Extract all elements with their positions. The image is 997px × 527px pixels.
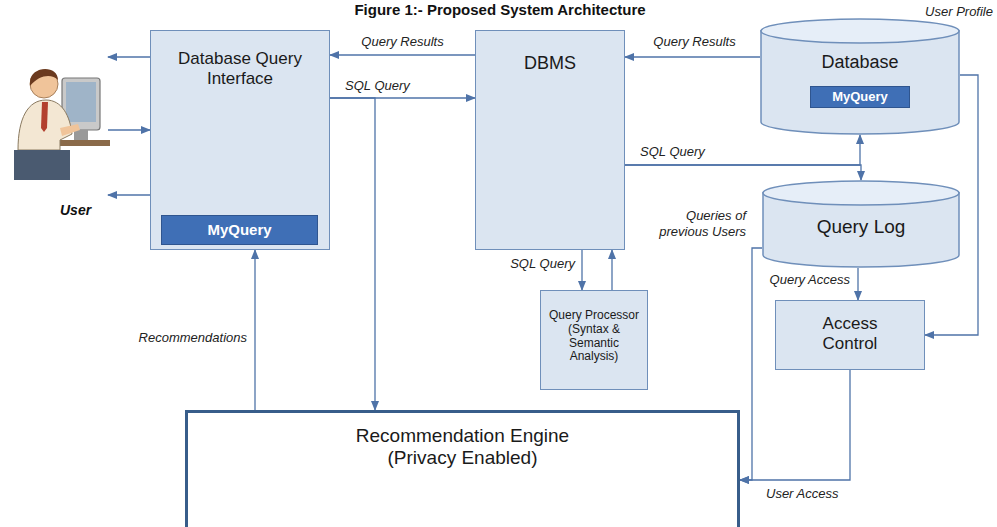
figure-title: Figure 1:- Proposed System Architecture: [250, 1, 750, 18]
actor-label: User: [60, 202, 91, 218]
edge-label: User Access: [766, 486, 876, 502]
connector-arrow: [330, 98, 375, 410]
connector-arrow: [857, 268, 858, 300]
engine-box: Recommendation Engine (Privacy Enabled): [185, 410, 740, 527]
module-box: MyQuery: [161, 215, 318, 245]
edge-label: Queries of previous Users: [636, 208, 746, 240]
interface-box: Database Query InterfaceMyQuery: [150, 30, 330, 250]
connector-arrow: [611, 250, 612, 290]
node-label: Access Control: [800, 314, 900, 353]
edge-label: Recommendations: [90, 330, 247, 346]
node-label: MyQuery: [832, 90, 888, 105]
module-box: MyQuery: [810, 86, 910, 108]
connector-arrow: [254, 250, 255, 410]
node-label: Recommendation Engine (Privacy Enabled): [343, 425, 583, 469]
connector-arrow: [740, 248, 762, 480]
edge-label: Query Results: [335, 34, 470, 50]
edge-label: User Profile: [925, 4, 993, 20]
connector-arrow: [625, 56, 760, 57]
node-label: MyQuery: [207, 221, 271, 238]
node-label: Query Processor (Syntax & Semantic Analy…: [546, 309, 642, 364]
edge-label: SQL Query: [465, 256, 575, 272]
edge-label: Query Access: [735, 272, 850, 288]
processor-box: Query Processor (Syntax & Semantic Analy…: [540, 290, 648, 390]
query-log-cylinder: Query Log: [762, 180, 960, 268]
node-label: Query Log: [817, 216, 906, 238]
edge-label: SQL Query: [640, 144, 760, 160]
node-label: DBMS: [524, 53, 576, 74]
database-cylinder: DatabaseMyQuery: [760, 18, 960, 135]
connector-arrow: [581, 250, 582, 290]
cylinder-outline: [760, 18, 960, 135]
connector-arrow: [625, 135, 860, 165]
node-label: Database: [821, 52, 898, 73]
node-label: Database Query Interface: [175, 49, 305, 88]
edge-label: Query Results: [632, 34, 757, 50]
connector-arrow: [330, 54, 475, 55]
access-control-box: Access Control: [775, 300, 925, 370]
connector-arrow: [740, 370, 850, 480]
edge-label: SQL Query: [345, 78, 455, 94]
connector-arrow: [625, 165, 861, 180]
dbms-box: DBMS: [475, 30, 625, 250]
